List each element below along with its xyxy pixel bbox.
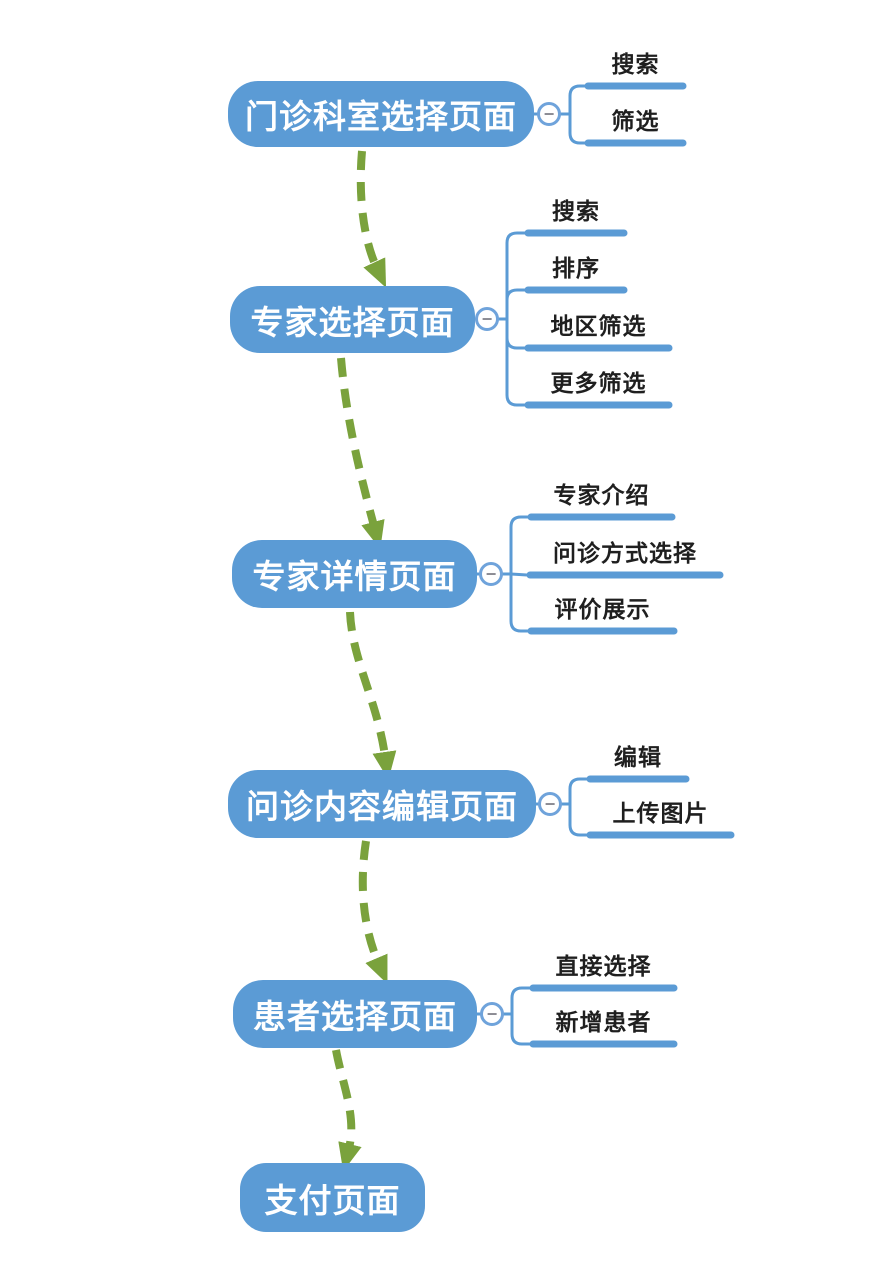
branch-label-filter[interactable]: 筛选 xyxy=(611,108,660,134)
branch-connector xyxy=(505,231,525,319)
branch-connector xyxy=(505,319,525,407)
branch-connector xyxy=(568,114,585,145)
branch-connector xyxy=(505,319,525,350)
node-expert-detail[interactable]: 专家详情页面 xyxy=(232,540,477,608)
branch-label-edit[interactable]: 编辑 xyxy=(614,744,662,770)
collapse-toggle-icon[interactable]: − xyxy=(537,102,561,126)
branch-connector xyxy=(505,288,525,319)
node-expert-select[interactable]: 专家选择页面 xyxy=(230,286,475,353)
flow-arrow-3 xyxy=(346,611,397,780)
flow-arrow-4 xyxy=(358,840,388,985)
branch-label-reviews[interactable]: 评价展示 xyxy=(554,596,651,622)
branch-label-add-patient[interactable]: 新增患者 xyxy=(555,1009,652,1035)
branch-label-consult-mode[interactable]: 问诊方式选择 xyxy=(553,540,697,566)
flow-arrow-2 xyxy=(337,357,385,550)
branch-connector xyxy=(509,574,528,633)
branch-connector xyxy=(510,986,530,1014)
branch-connector xyxy=(510,572,528,577)
branch-connector xyxy=(509,515,528,574)
collapse-toggle-icon[interactable]: − xyxy=(479,562,503,586)
collapse-toggle-icon[interactable]: − xyxy=(480,1002,504,1026)
branch-label-upload-image[interactable]: 上传图片 xyxy=(612,800,709,826)
node-payment[interactable]: 支付页面 xyxy=(240,1163,425,1232)
node-consult-content-edit[interactable]: 问诊内容编辑页面 xyxy=(228,770,536,838)
collapse-toggle-icon[interactable]: − xyxy=(475,307,499,331)
flow-arrow-5 xyxy=(332,1049,362,1172)
branch-connector xyxy=(568,84,585,114)
branch-label-sort[interactable]: 排序 xyxy=(552,255,600,281)
branch-label-direct-select[interactable]: 直接选择 xyxy=(555,953,652,979)
branch-label-expert-intro[interactable]: 专家介绍 xyxy=(553,482,650,508)
branch-label-region-filter[interactable]: 地区筛选 xyxy=(550,313,647,339)
branch-label-search[interactable]: 搜索 xyxy=(611,51,660,77)
branch-connector xyxy=(510,1014,530,1046)
node-patient-select[interactable]: 患者选择页面 xyxy=(233,980,477,1048)
branch-label-more-filter[interactable]: 更多筛选 xyxy=(550,370,647,396)
flow-arrow-1 xyxy=(356,150,387,288)
branch-connector xyxy=(568,777,587,804)
collapse-toggle-icon[interactable]: − xyxy=(538,792,562,816)
node-department-select[interactable]: 门诊科室选择页面 xyxy=(228,81,534,147)
branch-label-search[interactable]: 搜索 xyxy=(552,198,600,224)
branch-connector xyxy=(568,804,587,837)
